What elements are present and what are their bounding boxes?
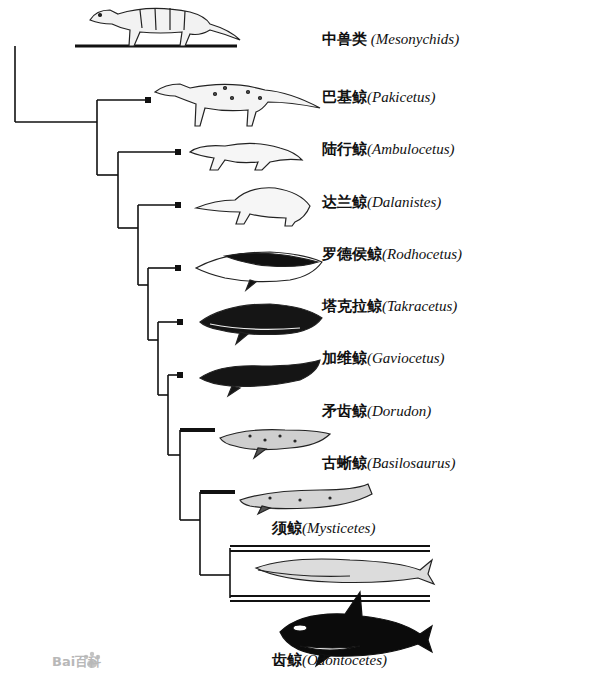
dalanistes-figure	[196, 188, 310, 226]
latin-name: (Takracetus)	[382, 298, 457, 314]
latin-name: (Dalanistes)	[367, 194, 441, 210]
latin-name: (Dorudon)	[367, 403, 431, 419]
chinese-name: 齿鲸	[272, 651, 302, 669]
basilosaurus-figure	[240, 484, 372, 514]
latin-name: (Rodhocetus)	[382, 246, 462, 262]
chinese-name: 巴基鲸	[322, 88, 367, 106]
chinese-name: 塔克拉鲸	[322, 297, 382, 315]
chinese-name: 中兽类	[322, 30, 367, 48]
rodhocetus-figure	[196, 252, 322, 290]
taxon-label: 加维鲸(Gaviocetus)	[322, 349, 445, 367]
taxon-label: 陆行鲸(Ambulocetus)	[322, 140, 455, 158]
chinese-name: 加维鲸	[322, 349, 367, 367]
taxon-label: 须鲸(Mysticetes)	[272, 519, 375, 537]
taxon-label: 达兰鲸(Dalanistes)	[322, 193, 441, 211]
gaviocetus-figure	[200, 360, 320, 396]
taxon-label: 古蜥鲸(Basilosaurus)	[322, 454, 455, 472]
watermark: Bai百科	[52, 653, 101, 671]
taxon-label: 罗德侯鲸(Rodhocetus)	[322, 245, 462, 263]
chinese-name: 须鲸	[272, 519, 302, 537]
latin-name: (Odontocetes)	[302, 652, 387, 668]
latin-name: (Gaviocetus)	[367, 350, 445, 366]
chinese-name: 达兰鲸	[322, 193, 367, 211]
taxon-label: 塔克拉鲸(Takracetus)	[322, 297, 457, 315]
dorudon-figure	[220, 430, 330, 458]
taxon-label: 中兽类 (Mesonychids)	[322, 30, 459, 48]
chinese-name: 矛齿鲸	[322, 402, 367, 420]
branch-tips	[145, 97, 183, 378]
ambulocetus-figure	[190, 143, 302, 170]
chinese-name: 古蜥鲸	[322, 454, 367, 472]
taxon-label: 巴基鲸(Pakicetus)	[322, 88, 435, 106]
latin-name: (Pakicetus)	[367, 89, 435, 105]
chinese-name: 罗德侯鲸	[322, 245, 382, 263]
mysticete-figure	[256, 559, 434, 584]
tree-lines	[15, 46, 430, 601]
pakicetus-figure	[155, 84, 320, 126]
latin-name: (Mesonychids)	[367, 31, 459, 47]
takracetus-figure	[200, 304, 322, 344]
taxon-label: 齿鲸(Odontocetes)	[272, 651, 387, 669]
latin-name: (Mysticetes)	[302, 520, 375, 536]
latin-name: (Ambulocetus)	[367, 141, 455, 157]
latin-name: (Basilosaurus)	[367, 455, 455, 471]
chinese-name: 陆行鲸	[322, 140, 367, 158]
mesonychid-figure	[90, 8, 240, 46]
taxon-label: 矛齿鲸(Dorudon)	[322, 402, 431, 420]
